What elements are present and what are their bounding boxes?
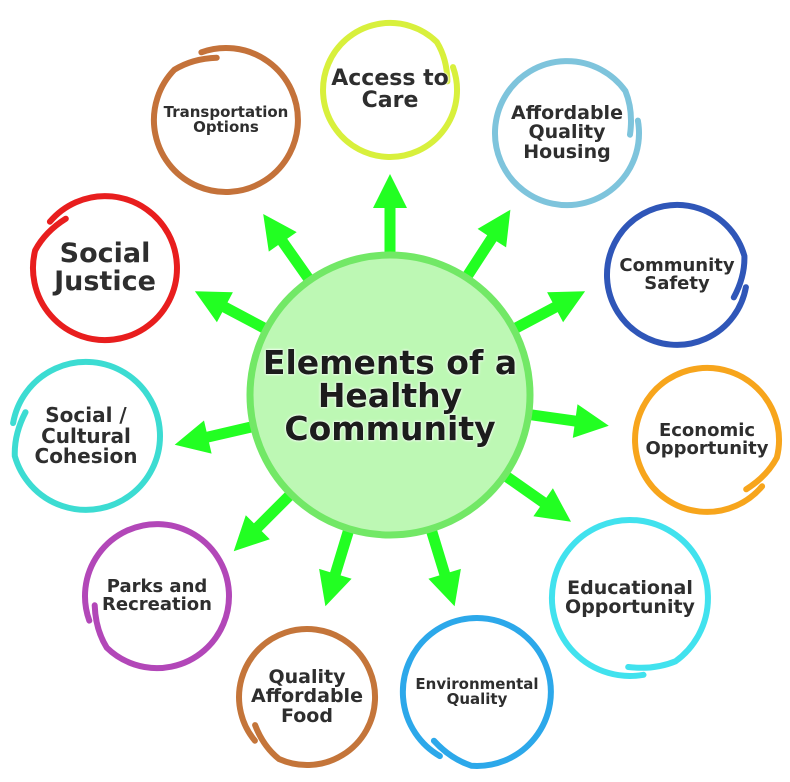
arrow-social-cultural-cohesion: [174, 420, 252, 454]
ring-economic-opportunity: [632, 364, 782, 515]
arrow-access-to-care: [373, 174, 407, 252]
arrow-social-justice: [194, 291, 267, 333]
ring-social-cultural-cohesion: [10, 358, 163, 513]
arrows-layer: [174, 174, 609, 607]
arrow-parks-and-recreation: [233, 492, 293, 552]
ring-transportation-options: [150, 45, 301, 195]
ring-environmental-quality: [399, 615, 554, 769]
ring-parks-and-recreation: [82, 521, 232, 672]
arrow-transportation-options: [263, 214, 313, 281]
center-circle: [246, 251, 534, 539]
arrow-affordable-quality-housing: [463, 209, 511, 279]
ring-educational-opportunity: [549, 517, 711, 679]
center-title: Elements of a Healthy Community: [262, 342, 518, 448]
arrow-economic-opportunity: [530, 404, 609, 438]
arrow-environmental-quality: [426, 530, 461, 607]
ring-access-to-care: [320, 20, 460, 160]
arrow-quality-affordable-food: [319, 530, 354, 607]
ring-quality-affordable-food: [236, 626, 379, 769]
ring-social-justice: [30, 193, 180, 344]
ring-community-safety: [603, 201, 749, 348]
arrow-educational-opportunity: [504, 472, 571, 522]
ring-affordable-quality-housing: [492, 58, 642, 209]
rings-layer: [10, 20, 782, 769]
arrow-community-safety: [513, 291, 586, 333]
